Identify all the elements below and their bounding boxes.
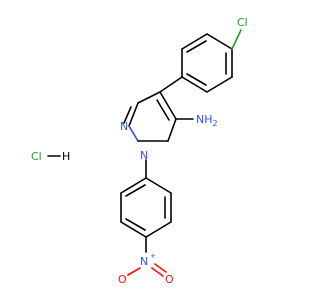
atom-label-n: N [140,149,148,162]
bond [181,76,208,93]
bond [120,177,147,194]
bond [186,40,207,53]
bond [206,76,233,93]
atom-label-h: H [62,150,70,163]
nitrophenyl-ring [120,177,172,238]
bond [145,177,172,194]
bond [181,33,208,50]
bond [159,91,177,120]
bond [145,221,172,238]
charge-minus: − [127,270,133,278]
chemical-structure: Cl N N NH2 Cl H N + O − O [31,16,248,286]
atom-label-cl: Cl [31,150,42,163]
chlorophenyl-ring [181,33,233,93]
bond-aryl-link [159,76,183,93]
atom-label-cl: Cl [237,16,248,29]
pyrazole-ring [123,91,177,142]
atom-label-n: N [120,120,128,133]
bond [120,221,147,238]
bond [125,184,146,197]
structure-canvas: Cl N N NH2 Cl H N + O − O [31,16,248,286]
atom-label-o: O [165,273,174,286]
bond-n-o-single [127,267,141,276]
charge-plus: + [150,252,156,260]
bond [123,106,132,124]
bond-c-cl [231,29,242,50]
bond [156,99,170,121]
bond-n-n [128,125,139,142]
atom-label-n: N [140,255,148,268]
bond [206,33,233,50]
bond [186,73,207,86]
atom-label-nh2: NH2 [196,113,218,128]
bond-n-o-double [151,267,164,277]
bond-n-o-double [154,263,167,273]
bond [167,118,177,142]
bond [128,102,139,127]
atom-label-o: O [118,273,127,286]
bond [137,91,161,104]
bond [125,218,146,231]
